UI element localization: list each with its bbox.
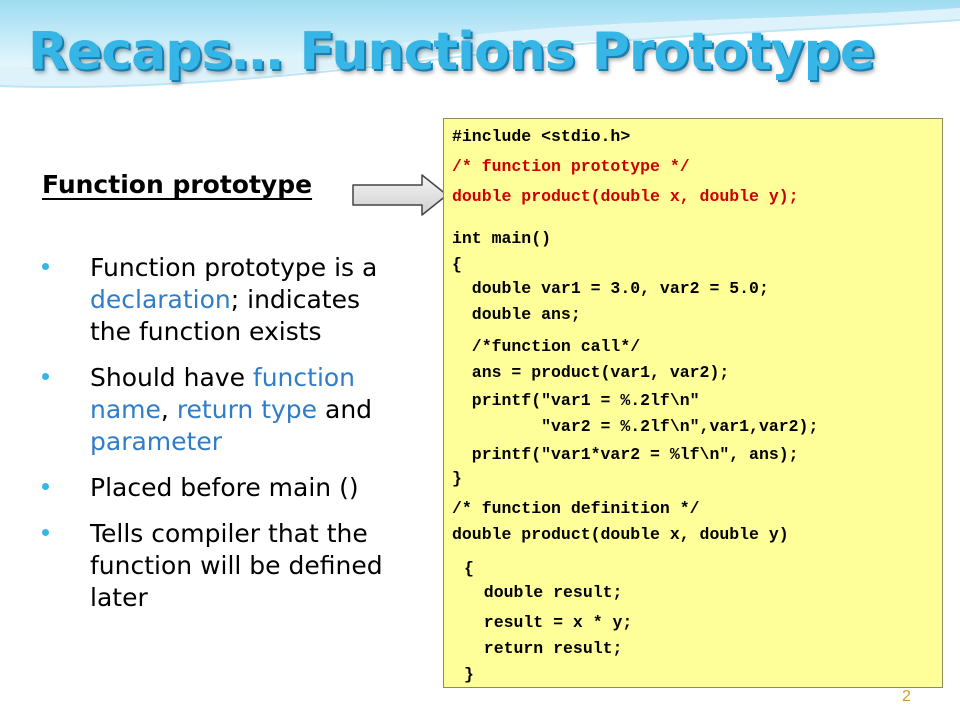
page-number: 2 bbox=[902, 688, 911, 705]
slide-title: Recaps… Functions Prototype bbox=[28, 22, 875, 82]
code-line: /* function definition */ bbox=[452, 499, 700, 518]
bullet-dot-icon bbox=[42, 529, 49, 536]
bullet-text: ; indicates the function exists bbox=[90, 285, 360, 346]
code-line: double result; bbox=[464, 583, 623, 602]
section-heading: Function prototype bbox=[42, 170, 313, 199]
code-line: result = x * y; bbox=[464, 613, 633, 632]
bullet-text: Should have bbox=[90, 363, 253, 392]
bullet-dot-icon bbox=[42, 483, 49, 490]
bullet-text: and bbox=[317, 395, 373, 424]
code-line: { bbox=[464, 559, 474, 578]
code-line: ans = product(var1, var2); bbox=[452, 363, 730, 382]
code-line: /*function call*/ bbox=[452, 337, 641, 356]
code-line: int main() bbox=[452, 229, 552, 248]
highlighted-term: declaration bbox=[90, 285, 231, 314]
header-wave-decoration bbox=[0, 0, 960, 89]
code-line: double ans; bbox=[452, 305, 581, 324]
code-line: } bbox=[464, 665, 474, 684]
bullet-text: Tells compiler that the function will be… bbox=[90, 519, 383, 612]
bullet-item: Should have function name, return type a… bbox=[42, 362, 402, 458]
code-line: double product(double x, double y) bbox=[452, 525, 789, 544]
code-line: } bbox=[452, 469, 462, 488]
bullet-text: , bbox=[160, 395, 177, 424]
code-line: double product(double x, double y); bbox=[452, 187, 799, 206]
code-line: return result; bbox=[464, 639, 623, 658]
right-arrow-icon bbox=[352, 174, 448, 216]
code-line: /* function prototype */ bbox=[452, 157, 690, 176]
code-line: #include <stdio.h> bbox=[452, 127, 631, 146]
code-line: double var1 = 3.0, var2 = 5.0; bbox=[452, 279, 769, 298]
bullet-text: Function prototype is a bbox=[90, 253, 378, 282]
code-line: { bbox=[452, 255, 462, 274]
code-line: printf("var1 = %.2lf\n" bbox=[452, 391, 700, 410]
code-line: "var2 = %.2lf\n",var1,var2); bbox=[452, 417, 819, 436]
code-line: printf("var1*var2 = %lf\n", ans); bbox=[452, 445, 799, 464]
bullet-dot-icon bbox=[42, 373, 49, 380]
bullet-text: Placed before main () bbox=[90, 473, 359, 502]
highlighted-term: function name bbox=[90, 363, 356, 424]
highlighted-term: return type bbox=[176, 395, 318, 424]
code-listing: #include <stdio.h> /* function prototype … bbox=[443, 118, 943, 688]
bullet-item: Tells compiler that the function will be… bbox=[42, 518, 402, 614]
bullet-dot-icon bbox=[42, 263, 49, 270]
bullet-list: Function prototype is a declaration; ind… bbox=[42, 252, 402, 628]
bullet-item: Function prototype is a declaration; ind… bbox=[42, 252, 402, 348]
highlighted-term: parameter bbox=[90, 427, 222, 456]
bullet-item: Placed before main () bbox=[42, 472, 402, 504]
